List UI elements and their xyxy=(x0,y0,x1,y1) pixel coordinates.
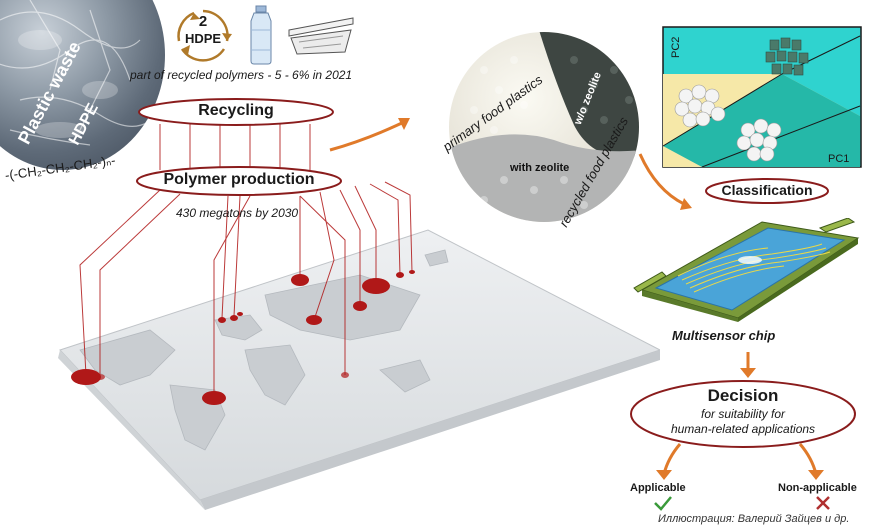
multisensor-chip xyxy=(633,218,860,322)
classification-oval xyxy=(705,178,829,204)
pca-cluster-dark xyxy=(765,37,809,76)
decision-line1: for suitability for xyxy=(700,407,786,421)
multisensor-chip-label: Multisensor chip xyxy=(672,328,776,343)
outcome-arrows xyxy=(656,443,824,480)
food-container-icon xyxy=(288,17,354,55)
illustration-credit: Иллюстрация: Валерий Зайцев и др. xyxy=(658,513,850,525)
check-icon xyxy=(654,496,672,511)
plastic-waste-photo xyxy=(0,0,165,170)
arrow-to-decision-icon xyxy=(740,352,756,378)
production-oval xyxy=(136,166,342,196)
plastic-texture xyxy=(0,0,161,146)
pellets-photo xyxy=(449,32,639,222)
recycle-code-number: 2 xyxy=(198,13,208,30)
pca-pc2-label: PC2 xyxy=(670,37,682,58)
world-map-panel xyxy=(58,229,660,510)
production-dots xyxy=(71,270,415,405)
pca-cluster-recycled xyxy=(736,118,782,162)
cross-icon xyxy=(816,496,830,510)
recycle-icon xyxy=(177,9,232,62)
pca-cluster-primary xyxy=(674,84,726,128)
polymer-production-label: Polymer production xyxy=(163,171,315,188)
recycled-share-text: part of recycled polymers - 5 - 6% in 20… xyxy=(130,68,353,82)
recycling-label: Recycling xyxy=(198,102,274,119)
decision-line2: human-related applications xyxy=(670,422,816,436)
arrow-to-classification-icon xyxy=(638,153,692,210)
recycling-oval xyxy=(138,98,334,126)
applicable-label: Applicable xyxy=(630,482,686,494)
classification-label: Classification xyxy=(721,182,813,198)
decision-oval xyxy=(630,380,856,448)
decision-title: Decision xyxy=(707,386,779,405)
pca-pc1-label: PC1 xyxy=(828,153,849,165)
arrow-to-pellets-icon xyxy=(329,118,410,152)
bottle-icon xyxy=(250,5,272,65)
non-applicable-label: Non-applicable xyxy=(778,482,857,494)
with-zeolite-label: with zeolite xyxy=(510,162,570,174)
recycle-code-label: HDPE xyxy=(184,31,222,46)
production-projection-text: 430 megatons by 2030 xyxy=(176,206,299,220)
pca-plot: PC2 PC1 xyxy=(662,26,862,168)
